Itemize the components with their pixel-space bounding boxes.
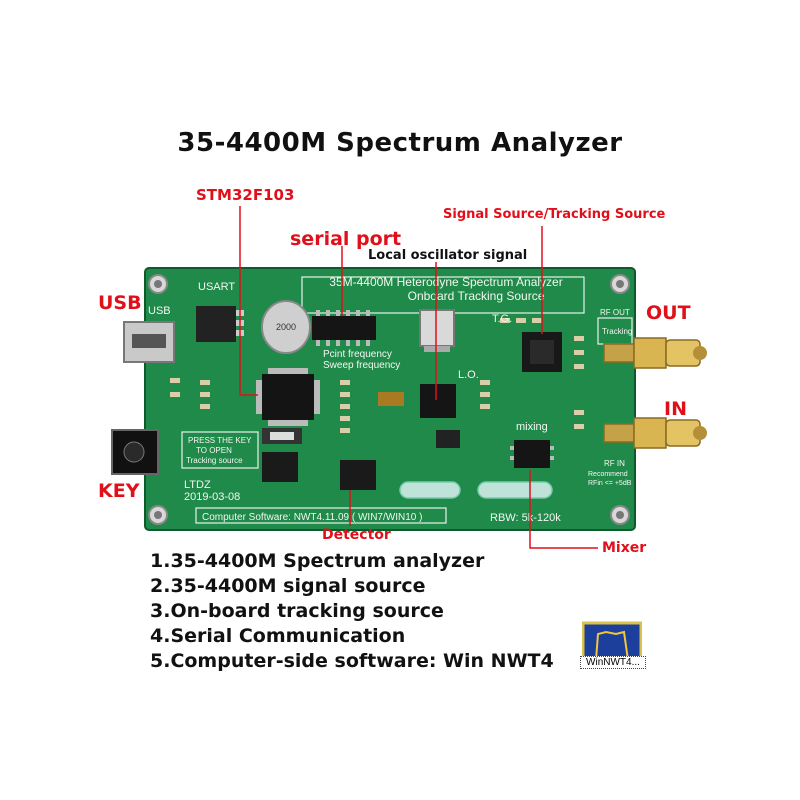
feature-item-3: 3.On-board tracking source (150, 600, 444, 622)
callout-in: IN (664, 398, 687, 420)
board-date: 2019-03-08 (184, 491, 240, 503)
mounting-holes (148, 274, 630, 525)
pcb-board (111, 267, 707, 531)
mixer-chip (510, 440, 554, 468)
callout-serial-port: serial port (290, 228, 402, 250)
board-pcint: Pcint frequency (323, 349, 392, 360)
board-rf-out: RF OUT (600, 308, 630, 317)
board-ltdz: LTDZ (184, 479, 211, 491)
board-heading-line2: Onboard Tracking Source (408, 289, 545, 303)
feature-item-4: 4.Serial Communication (150, 625, 406, 647)
board-rf-in: RF IN (604, 459, 625, 468)
sma-connector-out (603, 337, 707, 369)
callout-signal-source: Signal Source/Tracking Source (443, 207, 666, 222)
callout-out: OUT (646, 302, 691, 324)
board-tracking: Tracking (602, 327, 632, 336)
callout-line-stm32 (239, 206, 258, 396)
board-crystal: 2000 (276, 322, 296, 332)
board-heading-line1: 35M-4400M Heterodyne Spectrum Analyzer (329, 275, 562, 289)
mcu-chip (256, 368, 320, 426)
usb-connector (123, 321, 175, 363)
board-press-line2: TO OPEN (196, 446, 232, 455)
board-lo: L.O. (458, 369, 479, 381)
key-switch (111, 429, 159, 475)
board-mixing: mixing (516, 421, 548, 433)
board-rfin-recommend: Recommend (588, 471, 628, 478)
board-press-line1: PRESS THE KEY (188, 436, 252, 445)
board-tg: T.G. (492, 313, 512, 325)
board-software: Computer Software: NWT4.11.09 ( WIN7/WIN… (202, 512, 422, 523)
feature-item-5: 5.Computer-side software: Win NWT4 (150, 650, 554, 672)
winnwt4-app-label[interactable]: WinNWT4... (580, 656, 646, 669)
board-press-line3: Tracking source (186, 456, 243, 465)
board-rfin-limit: RFin <= +5dB (588, 480, 632, 487)
local-oscillator-can (419, 309, 455, 352)
callout-line-mixer (529, 470, 598, 549)
board-usart: USART (198, 281, 235, 293)
board-sweep: Sweep frequency (323, 360, 400, 371)
callout-detector: Detector (322, 527, 391, 543)
sma-connector-in (603, 417, 707, 449)
callout-stm32: STM32F103 (196, 186, 295, 204)
callout-key: KEY (98, 480, 140, 502)
callout-mixer: Mixer (602, 540, 647, 556)
serial-chip (312, 310, 376, 346)
board-usb-text: USB (148, 305, 171, 317)
callout-lines (239, 206, 598, 549)
feature-item-2: 2.35-4400M signal source (150, 575, 426, 597)
callout-usb: USB (98, 292, 142, 314)
page-title: 35-4400M Spectrum Analyzer (177, 128, 623, 158)
callout-local-oscillator: Local oscillator signal (368, 248, 528, 263)
board-rbw: RBW: 5k-120k (490, 512, 561, 524)
feature-item-1: 1.35-4400M Spectrum analyzer (150, 550, 485, 572)
